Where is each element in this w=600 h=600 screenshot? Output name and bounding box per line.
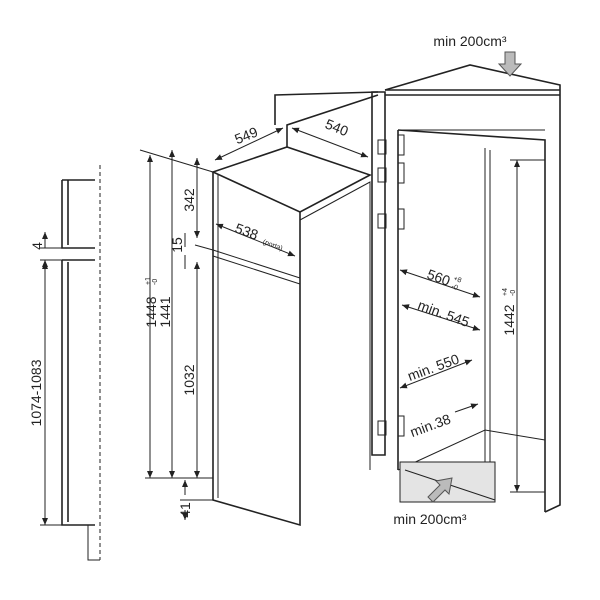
niche-width-tolerance-minus: -0: [450, 283, 458, 292]
upper-door-height-label: 342: [181, 188, 197, 212]
niche-width-label: 560: [425, 266, 453, 289]
lower-door-height-label: 1032: [181, 364, 197, 395]
door-width-label: 538: [233, 220, 261, 243]
niche-min-depth-2-label: min. 550: [405, 351, 461, 384]
door-width-note: (porta): [262, 239, 284, 253]
bottom-gap-label: 41: [177, 502, 193, 518]
door-panel-profile: 4 1074-1083: [28, 165, 101, 561]
niche-height-tolerance-plus: +4: [502, 288, 509, 296]
appliance-width-label: 540: [323, 116, 351, 140]
niche-height-tolerance-minus: -0: [510, 290, 517, 296]
cabinet-niche: 560 +8 -0 min. 545 min. 550 min.38 1442 …: [274, 64, 561, 513]
door-gap-label: 15: [169, 237, 185, 253]
bottom-air-label: min 200cm³: [393, 511, 466, 527]
body-height-label: 1441: [157, 296, 173, 327]
niche-width-tolerance-plus: +8: [452, 275, 462, 284]
total-height-label: 1448: [143, 296, 159, 327]
total-height-tolerance-minus: -0: [152, 279, 159, 285]
vent-min-label: min.38: [408, 411, 453, 440]
panel-gap-label: 4: [29, 242, 45, 250]
panel-height-label: 1074-1083: [28, 359, 44, 426]
niche-min-depth-label: min. 545: [416, 297, 472, 330]
air-outlet-arrow-icon: [427, 477, 453, 503]
niche-height-label: 1442: [501, 304, 517, 335]
appliance-depth-label: 549: [232, 123, 260, 147]
appliance: 549 540 538 (porta) 342 15 1448 +1 -0 14…: [139, 94, 379, 527]
air-inlet-arrow-icon: [497, 51, 523, 77]
top-air-label: min 200cm³: [433, 33, 506, 49]
total-height-tolerance-plus: +1: [145, 277, 152, 285]
hinge-icons: [377, 134, 405, 437]
airflow: min 200cm³ min 200cm³: [393, 33, 523, 527]
